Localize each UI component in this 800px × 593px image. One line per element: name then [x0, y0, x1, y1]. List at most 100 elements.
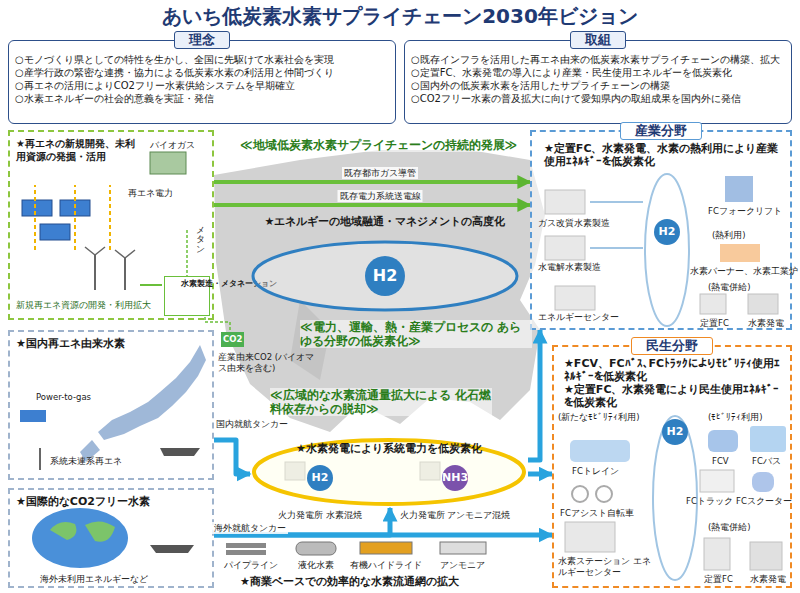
ammonia-truck	[440, 542, 486, 554]
label-text: FCトレイン	[572, 466, 619, 477]
connector	[528, 330, 540, 460]
power-flow	[35, 185, 110, 250]
japan-shape	[98, 345, 206, 440]
label-text: 火力発電所 アンモニア混焼	[400, 510, 511, 521]
label-text: 水電解水素製造	[538, 262, 601, 273]
label-text: NH3	[442, 465, 468, 491]
continent	[50, 521, 115, 541]
node-text: 理念	[174, 31, 230, 49]
label-text: 水素ステーション エネルギーセンター	[558, 556, 653, 578]
node-text: ○既存インフラを活用した再エネ由来の低炭素水素サプライチェーンの構築、拡大	[411, 53, 785, 66]
globe	[32, 508, 128, 568]
node-text: ○再エネの活用によりCO2フリー水素供給システムを早期確立	[15, 79, 389, 92]
node-text: ○モノづくり県としての特性を生かし、全国に先駆けて水素社会を実現	[15, 53, 389, 66]
edge-label: 既存都市ガス導管	[342, 167, 418, 179]
label-text: エネルギーセンター	[538, 312, 619, 323]
label-text: (熱電併給)	[708, 522, 751, 533]
renewable-region: ★再エネの新規開発、未利用資源の発掘・活用水素製造・メタネーション	[8, 130, 214, 320]
tanker-ship	[160, 448, 200, 456]
connector	[528, 472, 552, 477]
label-text: ★商業ベースでの効率的な水素流通網の拡大	[240, 575, 459, 589]
node-text: ★国際的なCO2フリー水素	[16, 495, 206, 509]
tanker-truck	[360, 542, 412, 554]
label-text: FCアシスト自転車	[560, 508, 634, 519]
supply-line	[140, 284, 162, 286]
label-text: ≪電力、運輸、熱・産業プロセスの あらゆる分野の低炭素化≫	[300, 320, 532, 348]
node-text: ○CO2フリー水素の普及拡大に向けて愛知県内の取組成果を国内外に発信	[411, 92, 785, 105]
solar-panel	[20, 410, 46, 422]
label-text: 水素発電	[748, 318, 784, 329]
label-text: メタン	[196, 226, 205, 254]
node-text: ★国内再エネ由来水素	[16, 337, 206, 351]
label-text: 再エネ電力	[128, 188, 173, 199]
pipeline-icon	[226, 550, 266, 555]
japan-map	[20, 345, 206, 470]
label-text: FCV	[712, 456, 729, 467]
label-text: FCバス	[752, 456, 781, 467]
label-text: 系統未連系再エネ	[50, 456, 122, 467]
label-text: (熱利用)	[712, 230, 746, 241]
label-text: (熱電併給)	[708, 282, 751, 293]
label-text: 定置FC	[700, 318, 729, 329]
wind-blade	[115, 250, 135, 270]
node-text: ○水素エネルギーの社会的意義を実証・発信	[15, 92, 389, 105]
biogas-plant	[150, 152, 186, 174]
edge-label: 海外就航タンカー	[212, 522, 288, 534]
label-text: 水素発電	[750, 574, 786, 585]
node-text: ○産学行政の緊密な連携・協力による低炭素水素の利活用と仲間づくり	[15, 66, 389, 79]
label-text: 火力発電所 水素混焼	[278, 510, 362, 521]
node-text: 民生分野	[631, 337, 713, 355]
node-text: ○国内外の低炭素水素を活用したサプライチェーンの構築	[411, 79, 785, 92]
ellipse-shape	[253, 242, 517, 310]
label-text: 海外未利用エネルギーなど	[40, 574, 148, 585]
label-text: パイプライン	[224, 560, 278, 571]
tanker-ship	[150, 545, 194, 553]
node-text: H2	[365, 256, 405, 296]
energy-hub: ★エネルギーの地域融通・マネジメントの高度化 H2	[240, 215, 530, 315]
node-text: 産業分野	[620, 122, 702, 140]
label-text: ≪広域的な水素流通量拡大による 化石燃料依存からの脱却≫	[270, 388, 492, 416]
node-text: 取組	[570, 31, 626, 49]
node-text: ★再エネの新規開発、未利用資源の発掘・活用	[16, 138, 138, 163]
solar-panel	[40, 224, 70, 240]
edge-label: 既存電力系統送電線	[338, 190, 423, 202]
label-text: (新たなﾓﾋﾞﾘﾃｨ利用)	[558, 412, 640, 423]
node-text: ★定置FC、水素発電により民生使用ｴﾈﾙｷﾞｰを低炭素化	[564, 383, 782, 409]
process-box: 水素製造・メタネーション	[164, 276, 210, 316]
label-text: 定置FC	[704, 574, 733, 585]
hydrogen-tank	[296, 542, 336, 555]
node-text: ★水素発電により系統電力を低炭素化	[250, 442, 528, 456]
power-ellipse: ★水素発電により系統電力を低炭素化	[250, 436, 528, 508]
overseas-region: ★国際的なCO2フリー水素	[8, 488, 214, 588]
wind-turbine	[39, 448, 41, 470]
node-text: ○定置FC、水素発電の導入により産業・民生使用エネルギーを低炭素化	[411, 66, 785, 79]
label-text: H2	[654, 219, 680, 245]
label-text: CO2	[221, 332, 244, 347]
label-text: 水素バーナー、水素工業炉	[690, 266, 798, 277]
label-text: 液化水素	[298, 560, 334, 571]
edge-label: 国内就航タンカー	[214, 418, 290, 430]
connector	[214, 440, 250, 474]
connector	[214, 203, 530, 207]
label-text: FCスクーター	[736, 496, 792, 507]
diagram-title: あいち低炭素水素サプライチェーン2030年ビジョン	[0, 3, 800, 29]
label-text: アンモニア	[440, 560, 485, 571]
label-text: H2	[307, 465, 333, 491]
label-text: FCトラック	[686, 496, 733, 507]
label-text: Power-to-gas	[36, 392, 91, 403]
label-text: FCフォークリフト	[708, 206, 782, 217]
methane-line	[186, 230, 188, 276]
label-text: (ﾓﾋﾞﾘﾃｨ利用)	[708, 412, 763, 423]
label-text: 有機ハイドライド	[350, 560, 422, 571]
label-text: ガス改質水素製造	[538, 218, 610, 229]
node-text: ★エネルギーの地域融通・マネジメントの高度化	[240, 215, 530, 229]
concept-box: 理念○モノづくり県としての特性を生かし、全国に先駆けて水素社会を実現○産学行政の…	[8, 40, 396, 124]
label-text: バイオガス	[150, 140, 195, 151]
wind-blade	[85, 247, 105, 267]
map-land	[214, 150, 545, 432]
label-text: 新規再エネ資源の開発・利用拡大	[16, 300, 151, 311]
label-text: H2	[662, 419, 688, 445]
pipeline-icon	[226, 543, 266, 548]
node-text: ★定置FC、水素発電、水素の熱利用により産業使用ｴﾈﾙｷﾞｰを低炭素化	[544, 142, 782, 168]
